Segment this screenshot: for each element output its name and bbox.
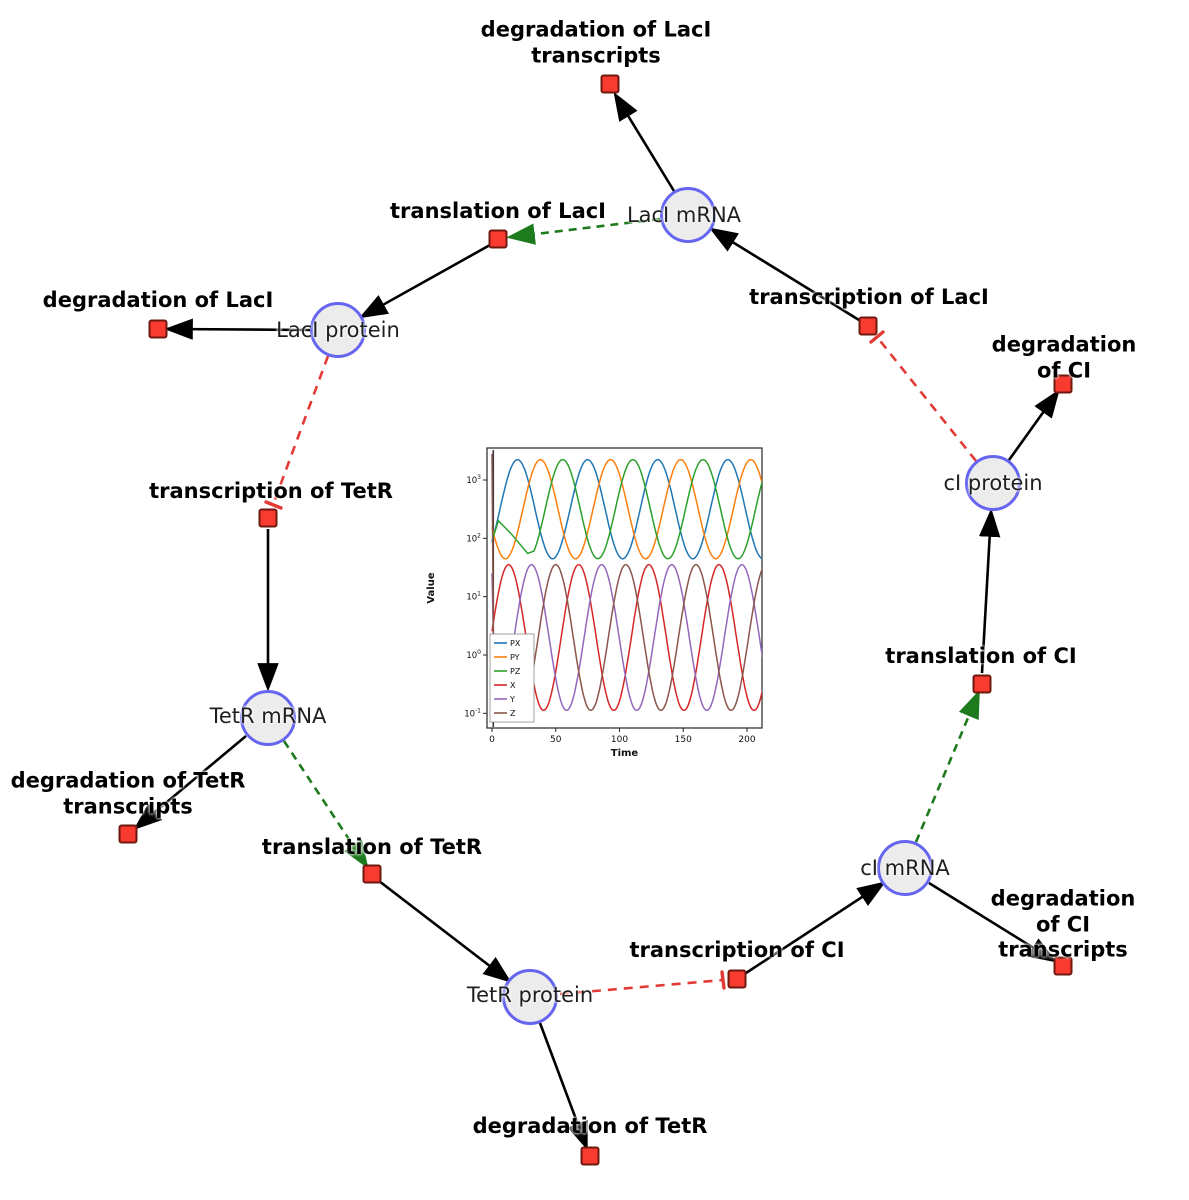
y-tick-label: 102 [466, 532, 481, 544]
edge-tetr-mrna-to-degradation-transcripts [133, 735, 247, 831]
edge-laci-mrna-to-degradation-transcripts [613, 91, 676, 192]
species-node-ci-protein[interactable] [965, 455, 1021, 511]
reaction-node-translation-ci[interactable] [972, 674, 992, 694]
series-PY [491, 458, 762, 560]
reaction-node-degradation-laci[interactable] [148, 319, 168, 339]
species-label-laci-mrna: LacI mRNA [626, 203, 742, 227]
edge-transcription-laci-to-laci-mrna [708, 227, 860, 322]
edge-translation-laci-to-laci-protein [358, 243, 491, 319]
edge-tetr-protein-to-degradation [538, 1022, 588, 1151]
x-tick-label: 0 [489, 735, 495, 745]
reaction-node-degradation-tetr-transcripts[interactable] [118, 824, 138, 844]
series-Y [491, 563, 762, 712]
species-label-laci-protein: LacI protein [276, 318, 400, 342]
reaction-node-translation-tetr[interactable] [362, 864, 382, 884]
x-tick-label: 50 [550, 735, 562, 745]
series-Z [491, 453, 762, 714]
edge-tetr-protein-inhibits-transcription-ci [559, 978, 724, 996]
inhibition-tbar-tetr [264, 500, 283, 510]
x-tick-label: 150 [675, 735, 692, 745]
legend-entry-Y: Y [509, 695, 515, 704]
legend-entry-X: X [510, 681, 516, 690]
legend-entry-PX: PX [510, 639, 521, 648]
plot-frame [486, 447, 763, 729]
reaction-node-degradation-tetr[interactable] [580, 1146, 600, 1166]
reaction-label-transcription-laci: transcription of LacI [749, 285, 989, 310]
reaction-node-degradation-ci[interactable] [1053, 374, 1073, 394]
reaction-label-degradation-laci-transcripts: degradation of LacI transcripts [480, 17, 712, 67]
reaction-label-degradation-tetr-transcripts: degradation of TetR transcripts [10, 768, 246, 818]
edge-laci-mrna-modifier-translation [506, 217, 661, 245]
reaction-label-transcription-ci: transcription of CI [629, 938, 845, 963]
y-tick-label: 103 [466, 474, 481, 486]
edge-laci-protein-inhibits-transcription-tetr [271, 355, 330, 506]
reaction-label-degradation-ci-transcripts: degradation of CI transcripts [990, 886, 1136, 962]
edge-tetr-mrna-modifier-translation [282, 740, 369, 869]
edge-translation-ci-to-ci-protein [978, 508, 1001, 674]
species-label-ci-mrna: cI mRNA [860, 856, 950, 880]
y-tick-label: 101 [466, 591, 481, 603]
species-node-laci-protein[interactable] [310, 302, 366, 358]
y-axis-label: Value [426, 572, 437, 603]
y-tick-label: 10-1 [464, 707, 481, 719]
species-label-tetr-protein: TetR protein [466, 983, 594, 1007]
legend-box [489, 633, 535, 723]
x-tick-label: 100 [611, 735, 628, 745]
species-node-tetr-mrna[interactable] [240, 690, 296, 746]
reaction-node-degradation-ci-transcripts[interactable] [1053, 956, 1073, 976]
series-PX [491, 458, 762, 560]
edge-translation-tetr-to-tetr-protein [378, 879, 512, 983]
reaction-label-degradation-tetr: degradation of TetR [472, 1114, 708, 1139]
species-label-ci-protein: cI protein [943, 471, 1043, 495]
edge-ci-protein-inhibits-transcription-laci [875, 336, 978, 462]
series-X [491, 563, 762, 712]
inhibition-tbar-laci [869, 330, 885, 344]
reaction-node-transcription-tetr[interactable] [258, 508, 278, 528]
reaction-label-transcription-tetr: transcription of TetR [149, 479, 393, 504]
reaction-label-translation-tetr: translation of TetR [261, 835, 483, 860]
legend-entry-PZ: PZ [510, 667, 521, 676]
edge-transcription-ci-to-ci-mrna [745, 881, 886, 975]
edge-ci-mrna-modifier-translation [914, 689, 980, 843]
x-axis-label: Time [611, 748, 639, 759]
x-tick-label: 200 [738, 735, 755, 745]
edge-ci-protein-to-degradation [1007, 389, 1060, 461]
y-tick-label: 100 [466, 649, 481, 661]
legend-entry-PY: PY [510, 653, 520, 662]
species-label-tetr-mrna: TetR mRNA [209, 704, 327, 728]
species-node-tetr-protein[interactable] [502, 969, 558, 1025]
edge-ci-mrna-to-degradation-transcripts [928, 881, 1058, 963]
legend-entry-Z: Z [510, 709, 516, 718]
edge-laci-protein-to-degradation [164, 318, 311, 340]
series-PZ [491, 458, 762, 560]
reaction-label-degradation-ci: degradation of CI [991, 332, 1137, 382]
reaction-node-transcription-ci[interactable] [727, 969, 747, 989]
reaction-node-translation-laci[interactable] [488, 229, 508, 249]
reaction-node-transcription-laci[interactable] [858, 316, 878, 336]
species-node-laci-mrna[interactable] [660, 187, 716, 243]
inhibition-tbar-ci [720, 970, 726, 990]
reaction-label-translation-ci: translation of CI [885, 644, 1077, 669]
reaction-label-degradation-laci: degradation of LacI [42, 288, 274, 313]
reaction-node-degradation-laci-transcripts[interactable] [600, 74, 620, 94]
reaction-label-translation-laci: translation of LacI [390, 199, 606, 224]
species-node-ci-mrna[interactable] [877, 840, 933, 896]
